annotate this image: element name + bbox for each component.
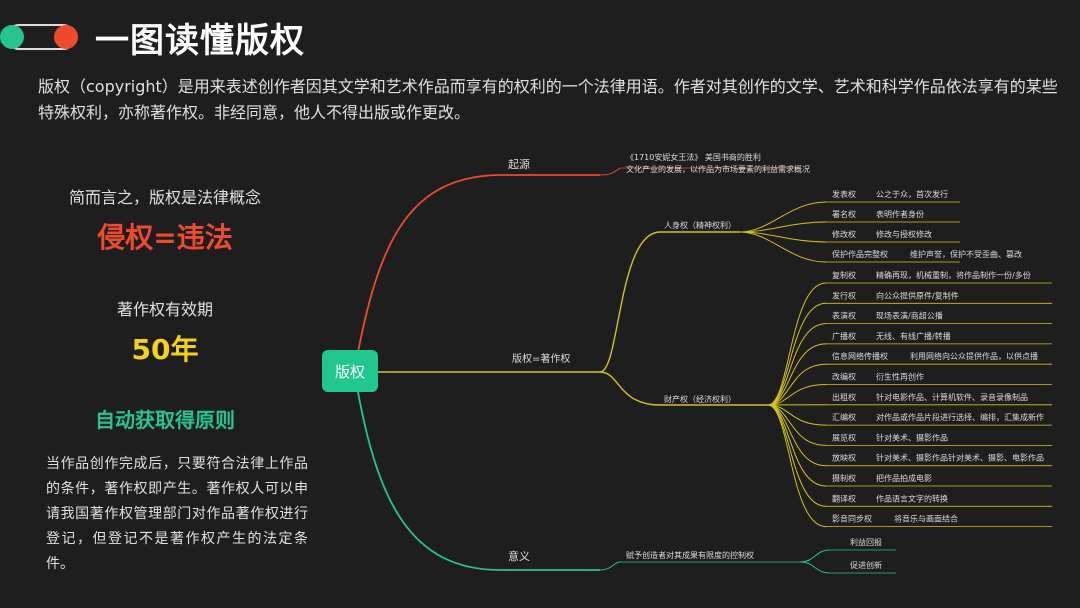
branch-personal <box>599 231 740 373</box>
validity-value: 50年 <box>131 333 199 366</box>
property-item-link <box>767 363 827 406</box>
property-item-desc: 对作品或作品片段进行选择、编排，汇集成新作 <box>876 412 1044 422</box>
property-item-name: 放映权 <box>832 453 856 463</box>
property-item-desc: 作品语言文字的转换 <box>876 493 948 503</box>
property-item-name: 影音同步权 <box>832 514 872 524</box>
property-item-desc: 向公众提供原件/复制件 <box>876 290 959 300</box>
property-item-name: 发行权 <box>832 290 856 300</box>
property-item-desc: 无线、有线广播/转播 <box>876 331 951 341</box>
meaning-item: 促进创新 <box>850 560 882 570</box>
property-item-desc: 针对美术、摄影作品针对美术、摄影、电影作品 <box>876 453 1044 463</box>
branch-origin <box>357 174 600 353</box>
auto-acquire-paragraph: 当作品创作完成后，只要符合法律上作品的条件，著作权即产生。著作权人可以申请我国著… <box>46 456 308 572</box>
personal-label: 人身权（精神权利） <box>664 220 736 230</box>
origin-label: 起源 <box>508 157 530 171</box>
property-item-desc: 将音乐与画面结合 <box>894 514 958 524</box>
property-item-desc: 针对电影作品、计算机软件、录音录像制品 <box>876 392 1028 402</box>
property-item-name: 广播权 <box>832 331 856 341</box>
property-item-name: 改编权 <box>832 372 856 382</box>
property-item-desc: 精确再现，机械重制，将作品制作一份/多份 <box>876 270 1031 280</box>
meaning-item: 利益回报 <box>850 537 882 547</box>
property-item-name: 信息网络传播权 <box>832 351 888 361</box>
branch-property <box>599 371 768 406</box>
meaning-item-link <box>799 549 831 563</box>
property-item-name: 汇编权 <box>832 412 856 422</box>
property-item-name: 摄制权 <box>832 473 856 483</box>
intro-paragraph: 版权（copyright）是用来表述创作者因其文学和艺术作品而享有的权利的一个法… <box>38 77 1058 122</box>
infringement-slogan: 侵权=违法 <box>97 221 233 254</box>
meaning-item-link <box>799 561 831 574</box>
property-item-link <box>767 384 827 406</box>
mindmap-branches <box>357 167 1052 574</box>
personal-item-name: 保护作品完整权 <box>832 249 888 259</box>
auto-acquire-heading: 自动获取得原则 <box>95 408 235 432</box>
property-item-name: 表演权 <box>832 311 856 321</box>
personal-item-name: 修改权 <box>832 229 856 239</box>
origin-detail-2: 文化产业的发展，以作品为市场要素的利益需求概况 <box>626 164 810 174</box>
meaning-detail: 赋予创造者对其成果有限度的控制权 <box>626 550 754 560</box>
property-item-name: 翻译权 <box>832 493 856 503</box>
property-item-link <box>767 323 827 406</box>
property-item-link <box>767 302 827 406</box>
mindmap-labels: 起源 《1710安妮女王法》 美国书商的胜利文化产业的发展，以作品为市场要素的利益… <box>508 152 1044 570</box>
property-item-link <box>767 282 827 406</box>
personal-item-name: 署名权 <box>832 209 856 219</box>
personal-item-link <box>739 231 827 243</box>
property-item-link <box>767 343 827 406</box>
property-item-link <box>767 404 827 528</box>
mindmap-root-node: 版权 <box>322 350 378 392</box>
personal-item-desc: 修改与授权修改 <box>876 229 932 239</box>
property-item-desc: 现场表演/商超公播 <box>876 311 943 321</box>
personal-item-link <box>739 201 827 233</box>
property-item-link <box>767 404 827 507</box>
logo-red-dot <box>54 25 78 49</box>
property-item-link <box>767 404 827 446</box>
page-title: 一图读懂版权 <box>95 21 305 61</box>
property-item-link <box>767 404 827 467</box>
property-item-name: 展览权 <box>832 432 856 442</box>
property-item-desc: 把作品拍成电影 <box>876 473 932 483</box>
branch-meaning <box>357 391 600 571</box>
property-item-name: 出租权 <box>832 392 856 402</box>
validity-label: 著作权有效期 <box>116 300 213 319</box>
meaning-detail-link <box>599 561 621 571</box>
property-label: 财产权（经济权利） <box>664 394 736 404</box>
personal-item-link <box>739 221 827 233</box>
personal-item-desc: 维护声誉，保护不受歪曲、篡改 <box>910 249 1022 259</box>
origin-detail-link <box>599 167 621 176</box>
main-label: 版权=著作权 <box>512 352 570 365</box>
property-item-desc: 利用网络向公众提供作品，以供点播 <box>910 351 1038 361</box>
property-item-desc: 衍生性再创作 <box>876 372 924 382</box>
personal-item-link <box>739 231 827 263</box>
summary-text: 简而言之，版权是法律概念 <box>68 188 261 207</box>
personal-item-desc: 公之于众，首次发行 <box>876 189 948 199</box>
meaning-label: 意义 <box>508 549 530 563</box>
personal-item-name: 发表权 <box>832 189 856 199</box>
logo-green-dot <box>0 25 24 49</box>
property-item-desc: 针对美术、摄影作品 <box>876 432 948 442</box>
property-item-name: 复制权 <box>832 270 856 280</box>
personal-item-desc: 表明作者身份 <box>876 209 924 219</box>
origin-detail-1: 《1710安妮女王法》 美国书商的胜利 <box>626 152 761 162</box>
brand-logo <box>0 24 82 52</box>
